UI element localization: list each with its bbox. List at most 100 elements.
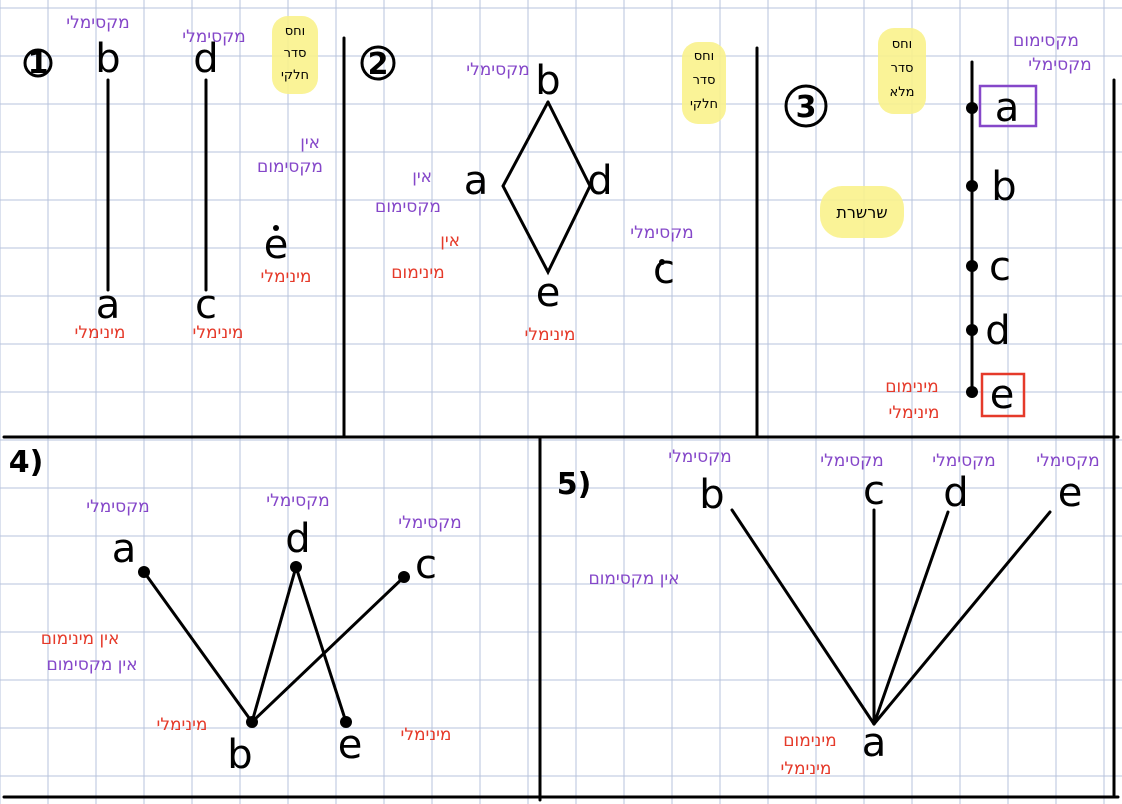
panel-1-node-e: e	[264, 222, 289, 268]
panel-2-label-no-min-2: מינימום	[391, 263, 444, 283]
panel-4-dot-b	[246, 716, 258, 728]
panel-2-note-line-1: וחס	[694, 49, 714, 64]
panel-4-label-min-e: מינימלי	[401, 725, 452, 745]
panel-3-node-b: b	[991, 164, 1016, 210]
panel-5-label-min-1: מינימום	[783, 731, 836, 751]
panel-2-label-max-c: מקסימלי	[630, 223, 693, 243]
panel-3-label-min-1: מינימום	[885, 377, 938, 397]
panel-4-edge-a-b	[142, 570, 254, 724]
panel-1-label-min-c: מינימלי	[193, 323, 244, 343]
panel-4: 4) a d c b e מקסימלי מקסימלי מקסימלי אין…	[9, 445, 462, 778]
panel-1-node-e-dot	[273, 225, 279, 231]
panel-5-node-d: d	[943, 470, 968, 516]
panel-3-note-highlight	[878, 28, 926, 114]
panel-2-node-c: c	[653, 247, 675, 293]
panel-3-dot-c	[966, 260, 978, 272]
panel-3-label-max-2: מקסימלי	[1028, 55, 1091, 75]
panel-2-note-line-3: חלקי	[690, 97, 718, 112]
panel-1-note-highlight	[272, 16, 318, 94]
panel-4-label-no-min: אין מינימום	[41, 629, 120, 649]
panel-4-node-d: d	[285, 516, 310, 562]
panel-5: 5) b c d e a מקסימלי מקסימלי מקסימלי מקס…	[557, 447, 1100, 779]
panel-1-label-max-d: מקסימלי	[182, 27, 245, 47]
panel-3-number: 3	[796, 90, 817, 125]
panel-2-node-a: a	[464, 158, 489, 204]
panel-4-label-no-max: אין מקסימום	[46, 655, 137, 675]
panel-3-label-chain: שרשרת	[836, 203, 887, 222]
panel-5-label-max-b: מקסימלי	[668, 447, 731, 467]
panel-3-number-circle	[784, 84, 828, 128]
panel-3-node-c: c	[989, 244, 1011, 290]
panel-2-label-min-e: מינימלי	[525, 325, 576, 345]
panel-4-edge-d-b	[250, 565, 298, 724]
panel-3-note-line-3: מלא	[890, 85, 915, 100]
panel-2-note-line-2: סדר	[693, 73, 716, 88]
panel-5-label-max-d: מקסימלי	[932, 451, 995, 471]
panel-3-label-min-2: מינימלי	[889, 403, 940, 423]
panel-4-label-min-b: מינימלי	[157, 715, 208, 735]
panel-1-node-d: d	[193, 36, 218, 82]
panel-5-edge-b-a	[730, 508, 876, 726]
panel-5-node-c: c	[863, 468, 885, 514]
panel-3: 3 וחס סדר מלא שרשרת a b c d e מקסימום מק…	[784, 28, 1092, 423]
panel-1-label-min-e: מינימלי	[261, 267, 312, 287]
panel-4-label-max-d: מקסימלי	[266, 491, 329, 511]
panel-1-label-max-b: מקסימלי	[66, 13, 129, 33]
panel-4-edge-d-e	[294, 565, 348, 724]
panel-3-dot-b	[966, 180, 978, 192]
panel-5-label-min-2: מינימלי	[781, 759, 832, 779]
panel-4-label-max-c: מקסימלי	[398, 513, 461, 533]
panel-3-min-box	[980, 372, 1026, 418]
panel-1-node-c: c	[195, 282, 217, 328]
panel-3-max-box	[978, 84, 1038, 128]
panel-1-node-a: a	[96, 282, 121, 328]
panel-1-label-min-a: מינימלי	[75, 323, 126, 343]
panel-1-number: 1	[28, 46, 49, 81]
panel-1-label-no-max-1: אין	[300, 133, 320, 153]
panel-4-dot-c	[398, 571, 410, 583]
panel-2-label-no-max-2: מקסימום	[375, 197, 441, 217]
panel-4-node-c: c	[415, 542, 437, 588]
panel-4-dot-e	[340, 716, 352, 728]
panel-3-dot-e	[966, 386, 978, 398]
panel-2-number: 2	[368, 47, 389, 82]
panel-2-label-no-max-1: אין	[412, 167, 432, 187]
panel-3-dot-d	[966, 324, 978, 336]
panel-4-node-a: a	[112, 526, 137, 572]
panel-5-edge-d-a	[872, 510, 950, 726]
panel-4-node-b: b	[227, 732, 252, 778]
panel-5-label-max-c: מקסימלי	[820, 451, 883, 471]
panel-3-node-a: a	[995, 85, 1020, 131]
panel-2-diamond-edges	[501, 100, 592, 276]
panel-5-edge-e-a	[872, 510, 1052, 726]
panel-5-node-a: a	[862, 720, 887, 766]
panel-1-note-line-3: חלקי	[281, 68, 309, 83]
panel-2-label-no-min-1: אין	[440, 231, 460, 251]
panel-3-node-d: d	[985, 308, 1010, 354]
panel-2: 2 וחס סדר חלקי b a d e c מקסימלי אין מקס…	[360, 42, 726, 345]
panel-1-note-line-2: סדר	[284, 46, 307, 61]
panel-2-node-c-dot	[659, 259, 665, 265]
panel-5-number: 5)	[557, 467, 592, 502]
panel-2-label-max-b: מקסימלי	[466, 60, 529, 80]
panel-3-note-line-1: וחס	[892, 37, 912, 52]
panel-3-dot-a	[966, 102, 978, 114]
panel-1-label-no-max-2: מקסימום	[257, 157, 323, 177]
panel-3-note-line-2: סדר	[891, 61, 914, 76]
panel-3-label-max-1: מקסימום	[1013, 31, 1079, 51]
panel-5-label-max-e: מקסימלי	[1036, 451, 1099, 471]
panel-1: 1 וחס סדר חלקי b d a c e מקסימלי מקסימלי…	[23, 13, 323, 343]
panel-2-note-highlight	[682, 42, 726, 124]
panel-3-chain-highlight	[820, 186, 904, 238]
panel-4-dot-a	[138, 566, 150, 578]
panel-1-node-b: b	[95, 36, 120, 82]
panel-2-node-d: d	[587, 158, 612, 204]
panel-5-label-no-max: אין מקסימום	[588, 569, 679, 589]
panel-5-node-e: e	[1058, 470, 1083, 516]
panel-4-number: 4)	[9, 445, 44, 480]
panel-4-label-max-a: מקסימלי	[86, 497, 149, 517]
panel-5-node-b: b	[699, 472, 724, 518]
panel-4-edge-c-b	[250, 575, 406, 724]
